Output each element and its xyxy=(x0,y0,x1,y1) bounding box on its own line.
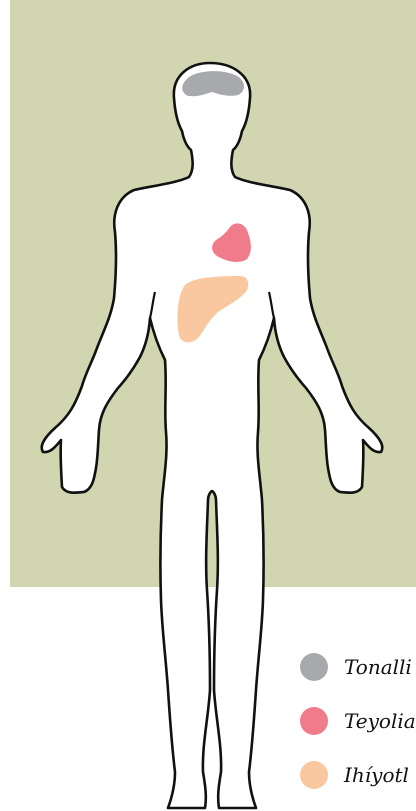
legend-item-tonalli: Tonalli xyxy=(300,652,412,682)
legend-label-ihiyotl: Ihíyotl xyxy=(344,763,409,787)
legend-label-teyolia: Teyolia xyxy=(344,709,416,733)
legend-item-ihiyotl: Ihíyotl xyxy=(300,760,409,790)
legend-label-tonalli: Tonalli xyxy=(344,655,412,679)
legend-item-teyolia: Teyolia xyxy=(300,706,416,736)
legend-swatch-tonalli xyxy=(300,653,328,681)
legend-swatch-ihiyotl xyxy=(300,761,328,789)
legend-swatch-teyolia xyxy=(300,707,328,735)
legend: Tonalli Teyolia Ihíyotl xyxy=(300,650,416,811)
